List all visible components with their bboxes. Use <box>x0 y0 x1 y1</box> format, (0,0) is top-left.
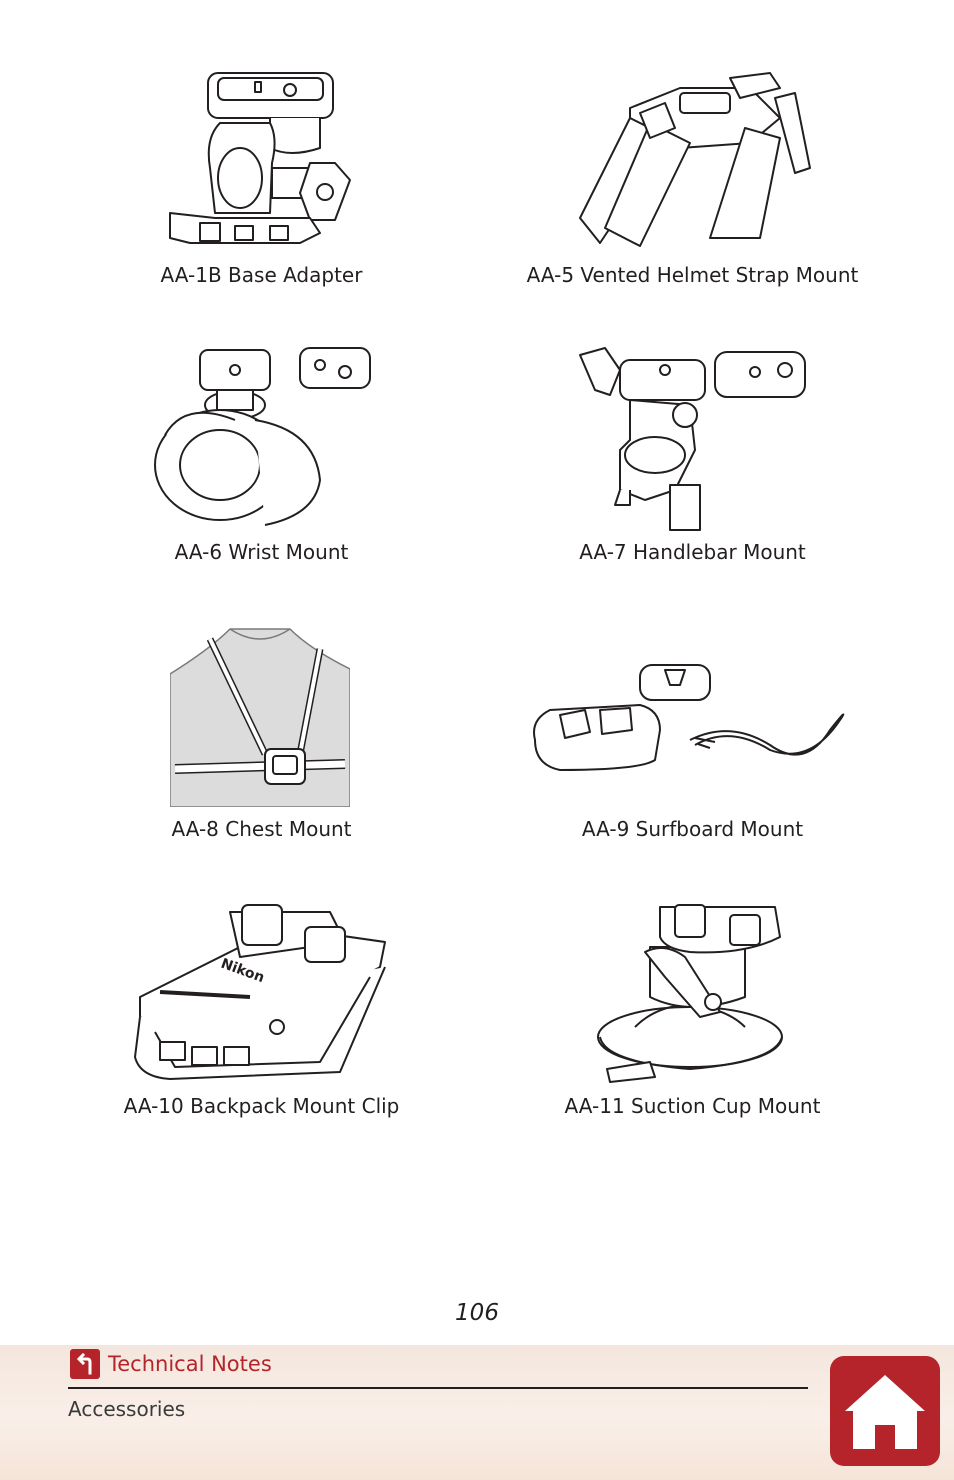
caption-wrist-mount: AA-6 Wrist Mount <box>174 540 349 564</box>
handlebar-mount-illustration <box>575 340 815 535</box>
caption-handlebar-mount: AA-7 Handlebar Mount <box>579 540 806 564</box>
caption-suction-cup-mount: AA-11 Suction Cup Mount <box>564 1094 821 1118</box>
caption-chest-mount: AA-8 Chest Mount <box>171 817 352 841</box>
helmet-strap-mount-illustration <box>570 68 820 248</box>
caption-backpack-mount-clip: AA-10 Backpack Mount Clip <box>123 1094 400 1118</box>
return-arrow-icon <box>70 1349 100 1379</box>
footer-bar <box>0 1345 954 1480</box>
suction-cup-mount-illustration <box>595 897 795 1087</box>
technical-notes-link[interactable]: Technical Notes <box>70 1349 272 1379</box>
surfboard-mount-illustration <box>530 660 855 775</box>
home-button[interactable] <box>830 1356 940 1466</box>
caption-helmet-strap-mount: AA-5 Vented Helmet Strap Mount <box>526 263 859 287</box>
caption-surfboard-mount: AA-9 Surfboard Mount <box>581 817 804 841</box>
base-adapter-illustration <box>160 68 360 258</box>
page-number: 106 <box>455 1300 499 1326</box>
section-label: Technical Notes <box>108 1352 272 1376</box>
backpack-mount-clip-illustration: Nikon <box>130 897 390 1087</box>
sub-section-label: Accessories <box>68 1397 186 1421</box>
wrist-mount-illustration <box>145 340 375 530</box>
chest-mount-illustration <box>170 624 350 807</box>
footer-divider <box>68 1387 808 1389</box>
home-icon <box>845 1375 925 1449</box>
caption-base-adapter: AA-1B Base Adapter <box>160 263 363 287</box>
